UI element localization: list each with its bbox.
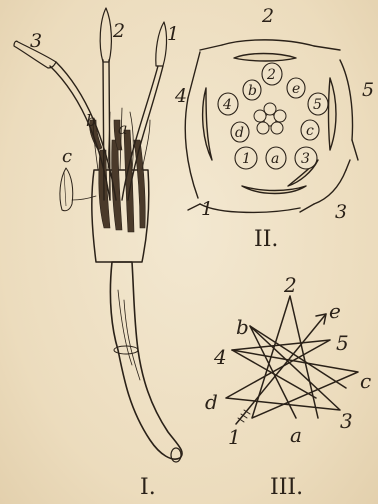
fig1-label-b: b [86,111,96,130]
fig3-label-1: 1 [228,425,241,449]
fig1-label-1: 1 [167,23,179,45]
fig2-inner-2: 2 [266,67,276,83]
fig2-inner-1: 1 [242,151,251,167]
fig1-label-2: 2 [112,20,125,42]
fig1-label-3: 3 [30,30,42,52]
fig2-inner-a: a [271,151,279,167]
sepal-top [222,40,314,46]
fig2-inner-e: e [292,81,300,97]
figure-ii-floral-diagram [185,40,358,213]
fig3-label-5: 5 [336,331,349,355]
fig2-inner-4: 4 [222,97,232,113]
sepal-bottom-right [314,170,346,204]
fig2-inner-b: b [248,83,257,99]
fig2-outer-5: 5 [362,79,374,101]
fig3-caption: III. [270,475,303,500]
sepal-right [340,60,353,140]
fig2-inner-d: d [235,125,244,141]
fig3-label-2: 2 [283,273,297,297]
fig1-label-a: a [118,119,128,138]
fig1-label-c: c [62,146,72,167]
fig3-label-b: b [236,315,249,339]
fig2-inner-5: 5 [313,97,322,113]
fig3-label-a: a [290,423,302,447]
fig2-caption: II. [254,227,278,252]
stigma-2 [100,8,111,62]
anther-c [60,168,73,211]
fig3-label-3: 3 [340,409,353,433]
figure-i-flower [14,8,182,462]
fig2-inner-3: 3 [301,151,310,167]
pedicel [110,262,182,459]
fig2-outer-2: 2 [261,5,274,27]
fig3-label-e: e [329,299,341,323]
fig3-label-c: c [360,369,371,393]
fig2-inner-c: c [306,123,314,139]
fig2-outer-1: 1 [201,198,213,220]
style-3 [50,62,116,200]
fig3-label-d: d [205,390,218,414]
fig1-caption: I. [140,475,156,500]
stigma-1 [156,22,167,66]
fig2-outer-3: 3 [335,201,347,223]
sepal-left [185,98,198,198]
sepal-bottom-left [200,204,300,212]
fig2-outer-4: 4 [174,85,187,107]
fig3-label-4: 4 [213,345,227,369]
ovary [254,103,286,134]
